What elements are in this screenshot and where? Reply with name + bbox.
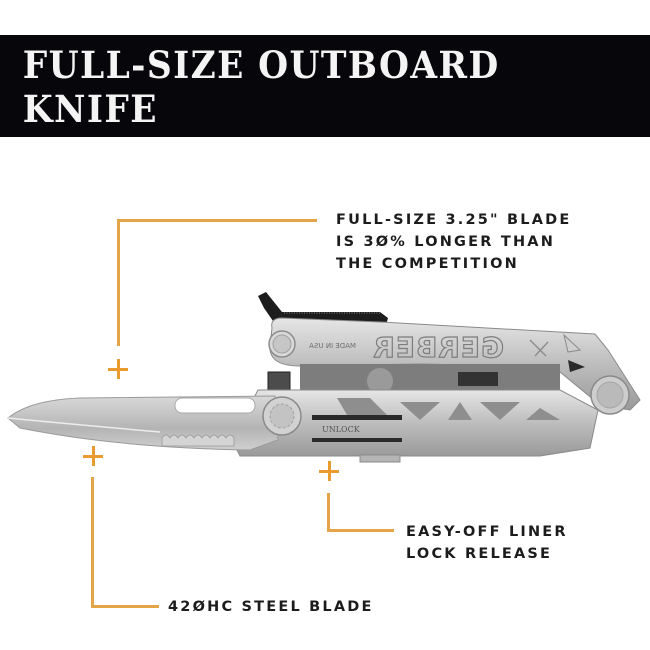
callout-steel-blade-line-h [91, 605, 159, 608]
page-title: FULL-SIZE OUTBOARD KNIFE [22, 43, 500, 131]
callout-blade-length-marker-icon [108, 359, 128, 379]
callout-blade-length-line-h [117, 219, 317, 222]
title-banner: FULL-SIZE OUTBOARD KNIFE [0, 35, 650, 137]
knife-blade-icon [7, 395, 302, 451]
callout-liner-lock-line-1: EASY-OFF LINER [406, 524, 568, 540]
callout-liner-lock-marker-icon [319, 461, 339, 481]
callout-steel-blade-marker-icon [83, 446, 103, 466]
callout-liner-lock-line-2: LOCK RELEASE [406, 546, 553, 562]
callout-blade-length-line-2: IS 3Ø% LONGER THAN [336, 234, 556, 250]
callout-steel-blade-line-v [91, 477, 94, 607]
callout-liner-lock-text: EASY-OFF LINER LOCK RELEASE [406, 521, 568, 565]
internal-mechanism-icon [267, 364, 560, 394]
callout-blade-length-line-v [117, 219, 120, 346]
callout-liner-lock-line-v [327, 493, 330, 531]
callout-steel-blade-text: 42ØHC STEEL BLADE [168, 596, 374, 618]
callout-steel-blade-line-1: 42ØHC STEEL BLADE [168, 599, 374, 615]
callout-blade-length-text: FULL-SIZE 3.25" BLADE IS 3Ø% LONGER THAN… [336, 209, 572, 275]
svg-text:MADE IN USA: MADE IN USA [309, 342, 356, 350]
callout-blade-length-line-1: FULL-SIZE 3.25" BLADE [336, 212, 572, 228]
multitool-illustration: MADE IN USA GERBER UNLOCK [7, 292, 641, 463]
callout-blade-length-line-3: THE COMPETITION [336, 256, 519, 272]
svg-text:GERBER: GERBER [372, 331, 504, 364]
callout-liner-lock-line-h [327, 529, 394, 532]
svg-text:UNLOCK: UNLOCK [322, 425, 361, 434]
lower-handle-icon: UNLOCK [231, 389, 599, 463]
